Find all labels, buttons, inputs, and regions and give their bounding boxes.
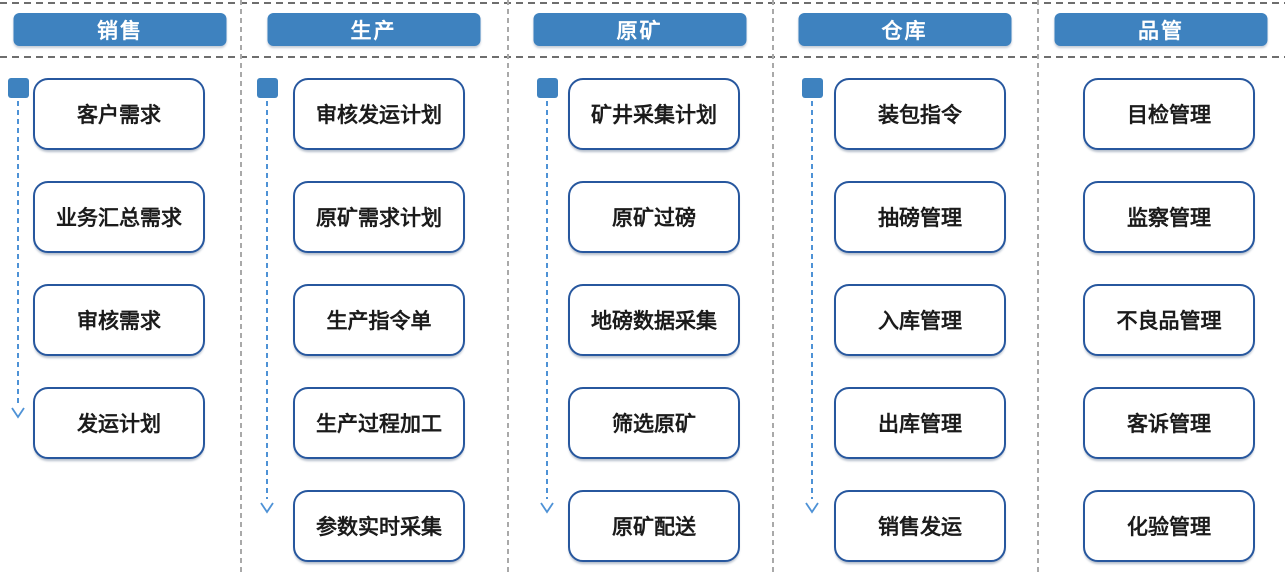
process-box: 审核发运计划 <box>293 78 465 150</box>
column-header-warehouse: 仓库 <box>798 13 1011 46</box>
flow-start-marker <box>802 78 823 98</box>
process-box: 矿井采集计划 <box>568 78 740 150</box>
column-divider <box>772 0 774 572</box>
process-box: 发运计划 <box>33 387 205 459</box>
process-box: 生产指令单 <box>293 284 465 356</box>
arrow-down-icon <box>259 502 275 514</box>
process-box: 销售发运 <box>834 490 1006 562</box>
process-box: 不良品管理 <box>1083 284 1255 356</box>
process-box: 入库管理 <box>834 284 1006 356</box>
column-header-sales: 销售 <box>13 13 227 46</box>
flow-start-marker <box>537 78 558 98</box>
column-quality: 品管 目检管理 监察管理 不良品管理 客诉管理 化验管理 <box>1037 0 1285 572</box>
process-box: 目检管理 <box>1083 78 1255 150</box>
column-warehouse: 仓库 装包指令 抽磅管理 入库管理 出库管理 销售发运 <box>772 0 1037 572</box>
process-box: 出库管理 <box>834 387 1006 459</box>
process-box: 原矿配送 <box>568 490 740 562</box>
process-box: 筛选原矿 <box>568 387 740 459</box>
process-box: 装包指令 <box>834 78 1006 150</box>
process-box: 化验管理 <box>1083 490 1255 562</box>
process-box: 生产过程加工 <box>293 387 465 459</box>
column-sales: 销售 客户需求 业务汇总需求 审核需求 发运计划 <box>0 0 240 572</box>
column-divider <box>1037 0 1039 572</box>
flow-arrow-line <box>17 101 19 404</box>
process-box: 审核需求 <box>33 284 205 356</box>
process-box: 客诉管理 <box>1083 387 1255 459</box>
header-row-divider <box>0 56 1285 58</box>
flow-start-marker <box>257 78 278 98</box>
process-box: 地磅数据采集 <box>568 284 740 356</box>
flow-arrow-line <box>546 101 548 499</box>
arrow-down-icon <box>539 502 555 514</box>
column-header-production: 生产 <box>267 13 480 46</box>
process-box: 原矿过磅 <box>568 181 740 253</box>
arrow-down-icon <box>10 407 26 419</box>
flow-arrow-line <box>811 101 813 499</box>
flow-start-marker <box>8 78 29 98</box>
process-box: 业务汇总需求 <box>33 181 205 253</box>
process-box: 参数实时采集 <box>293 490 465 562</box>
column-divider <box>507 0 509 572</box>
column-header-quality: 品管 <box>1054 13 1268 46</box>
column-raw-ore: 原矿 矿井采集计划 原矿过磅 地磅数据采集 筛选原矿 原矿配送 <box>507 0 772 572</box>
flow-arrow-line <box>266 101 268 499</box>
column-header-raw-ore: 原矿 <box>533 13 746 46</box>
process-box: 客户需求 <box>33 78 205 150</box>
top-divider <box>0 2 1285 4</box>
process-box: 监察管理 <box>1083 181 1255 253</box>
column-divider <box>240 0 242 572</box>
arrow-down-icon <box>804 502 820 514</box>
column-production: 生产 审核发运计划 原矿需求计划 生产指令单 生产过程加工 参数实时采集 <box>240 0 507 572</box>
process-box: 原矿需求计划 <box>293 181 465 253</box>
process-box: 抽磅管理 <box>834 181 1006 253</box>
